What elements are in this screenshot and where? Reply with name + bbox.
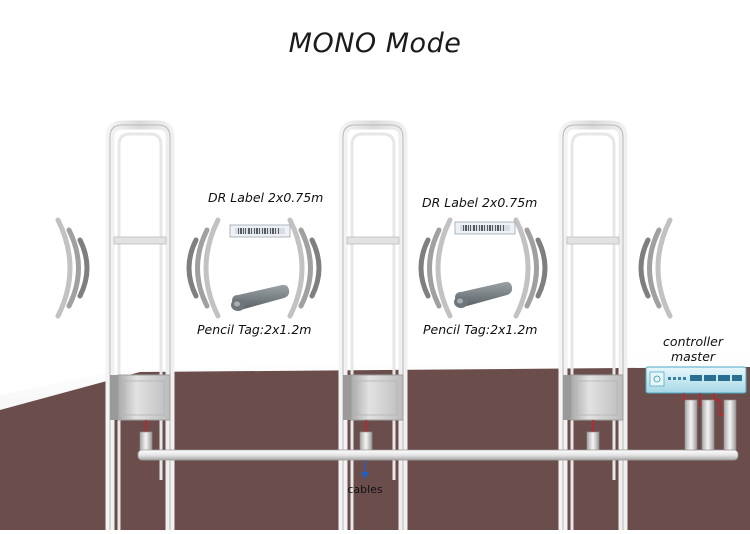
controller-label-line1: controller — [663, 334, 723, 349]
dr-label-icon — [454, 221, 516, 235]
pencil-tag-text-right: Pencil Tag:2x1.2m — [423, 322, 538, 337]
dr-label-text-left: DR Label 2x0.75m — [208, 190, 324, 205]
cables-label: cables — [347, 483, 383, 496]
controller-label-line2: master — [670, 349, 716, 364]
pencil-tag-text-left: Pencil Tag:2x1.2m — [197, 322, 312, 337]
dr-label-text-right: DR Label 2x0.75m — [422, 195, 538, 210]
cable-pipe — [137, 449, 739, 461]
cables-arrow-icon — [361, 460, 369, 479]
dr-label-icon — [229, 224, 291, 238]
diagram-title: MONO Mode — [288, 28, 462, 59]
controller-icon — [645, 366, 747, 451]
antenna-wires — [139, 420, 600, 453]
